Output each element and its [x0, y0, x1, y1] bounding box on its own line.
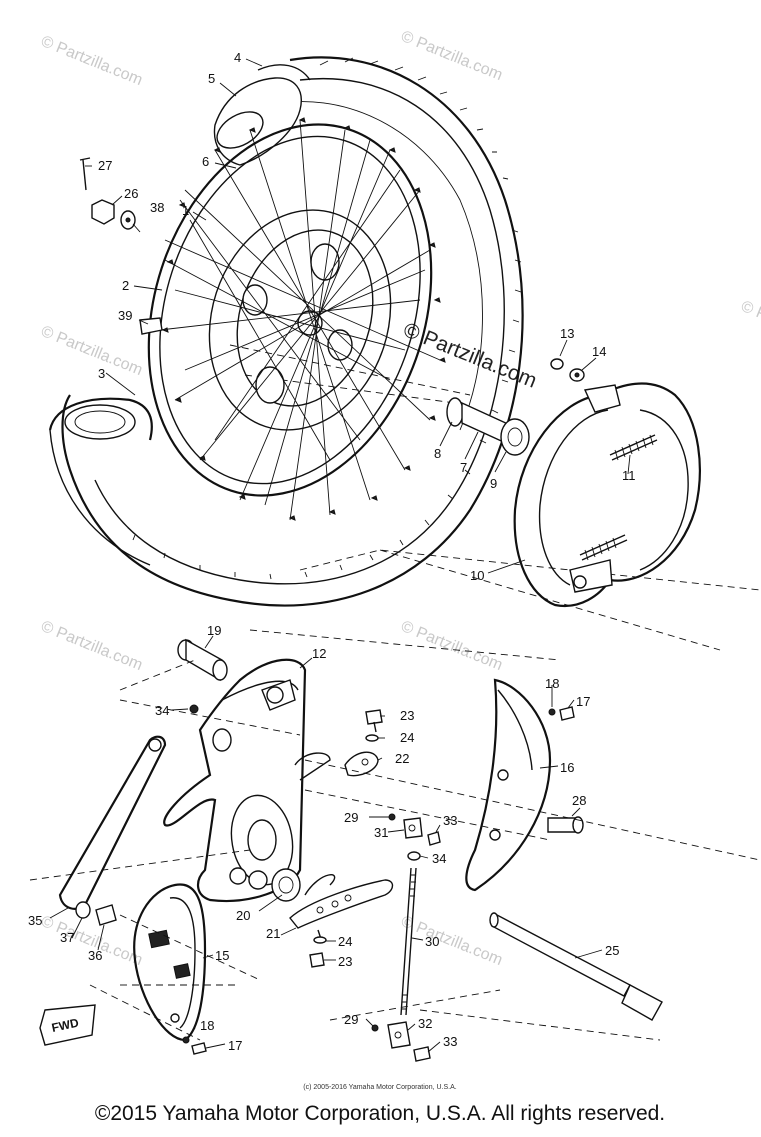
- bolt-28: [547, 816, 584, 834]
- callout-22: 22: [395, 751, 409, 766]
- callout-36: 36: [88, 948, 102, 963]
- watermark: © Partzilla.com: [399, 913, 505, 969]
- callout-38: 38: [150, 200, 164, 215]
- callout-labels: 1 2 3 4 5 6 7 8 9 10 11 12 13 14 15 16 1…: [28, 50, 636, 1053]
- callout-12: 12: [312, 646, 326, 661]
- screws-upper-17-18: [548, 706, 575, 721]
- callout-26: 26: [124, 186, 138, 201]
- brake-cover-15: [133, 883, 207, 1042]
- brake-arm-assembly: [271, 868, 394, 929]
- lower-bolt-23-24: [309, 929, 327, 968]
- part-19-bushing: [177, 638, 228, 682]
- callout-17-lower: 17: [228, 1038, 242, 1053]
- callout-35: 35: [28, 913, 42, 928]
- callout-29: 29: [344, 810, 358, 825]
- callout-9: 9: [490, 476, 497, 491]
- callout-28: 28: [572, 793, 586, 808]
- assembly-lines-lower: [29, 659, 761, 1041]
- washers-13-14: [550, 358, 585, 382]
- callout-34: 34: [155, 703, 169, 718]
- callout-32: 32: [418, 1016, 432, 1031]
- footer-copyright: ©2015 Yamaha Motor Corporation, U.S.A. A…: [95, 1102, 665, 1125]
- callout-7: 7: [460, 460, 467, 475]
- callout-1: 1: [182, 203, 189, 218]
- callout-21: 21: [266, 926, 280, 941]
- small-hardware-upper: [79, 157, 163, 335]
- callout-31: 31: [374, 825, 388, 840]
- callout-37: 37: [60, 930, 74, 945]
- callout-20: 20: [236, 908, 250, 923]
- watermark: © Partzilla.com: [39, 33, 145, 89]
- callout-13: 13: [560, 326, 574, 341]
- callout-15: 15: [215, 948, 229, 963]
- callout-17: 17: [576, 694, 590, 709]
- callout-4: 4: [234, 50, 241, 65]
- callout-16: 16: [560, 760, 574, 775]
- callout-18: 18: [545, 676, 559, 691]
- callout-14: 14: [592, 344, 606, 359]
- watermark-layer: © Partzilla.com © Partzilla.com © Partzi…: [39, 28, 761, 969]
- rear-tire: [48, 56, 524, 607]
- callout-29-lower: 29: [344, 1012, 358, 1027]
- leader-lines: [49, 58, 631, 1053]
- chain-guard-16: [465, 678, 552, 892]
- callout-3: 3: [98, 366, 105, 381]
- fwd-arrow: FWD: [39, 1004, 96, 1046]
- callout-25: 25: [605, 943, 619, 958]
- wheel-assembly: [147, 117, 446, 521]
- torque-stay: [58, 735, 167, 926]
- callout-24-lower: 24: [338, 934, 352, 949]
- axle-collar-parts: [446, 397, 530, 456]
- axle-25: [489, 912, 663, 1021]
- watermark-center: © Partzilla.com: [400, 318, 540, 392]
- brake-shoes: [513, 382, 701, 608]
- watermark: © Partzilla.com: [399, 618, 505, 674]
- callout-11: 11: [622, 468, 636, 483]
- callout-33-lower: 33: [443, 1034, 457, 1049]
- part-34-nut: [189, 704, 199, 714]
- callout-18-lower: 18: [200, 1018, 214, 1033]
- callout-5: 5: [208, 71, 215, 86]
- screws-bottom-17-18: [182, 1036, 207, 1055]
- callout-2: 2: [122, 278, 129, 293]
- callout-19: 19: [207, 623, 221, 638]
- watermark: © Partzilla.com: [39, 323, 145, 379]
- footer-small-copyright: (c) 2005-2016 Yamaha Motor Corporation, …: [303, 1084, 456, 1091]
- callout-30: 30: [425, 934, 439, 949]
- callout-39: 39: [118, 308, 132, 323]
- callout-33: 33: [443, 813, 457, 828]
- watermark: © Partzilla.com: [39, 618, 145, 674]
- callout-24: 24: [400, 730, 414, 745]
- callout-6: 6: [202, 154, 209, 169]
- callout-23: 23: [400, 708, 414, 723]
- brake-rod-assembly: [371, 813, 441, 1062]
- brake-backing-plate: [163, 658, 331, 902]
- callout-27: 27: [98, 158, 112, 173]
- callout-8: 8: [434, 446, 441, 461]
- callout-10: 10: [470, 568, 484, 583]
- watermark: © Partzilla.com: [399, 28, 505, 84]
- callout-34-lower: 34: [432, 851, 446, 866]
- upper-bolt-23-24: [344, 709, 383, 777]
- watermark: © Partzilla.com: [739, 298, 761, 354]
- fwd-label: FWD: [50, 1016, 80, 1035]
- callout-23-lower: 23: [338, 954, 352, 969]
